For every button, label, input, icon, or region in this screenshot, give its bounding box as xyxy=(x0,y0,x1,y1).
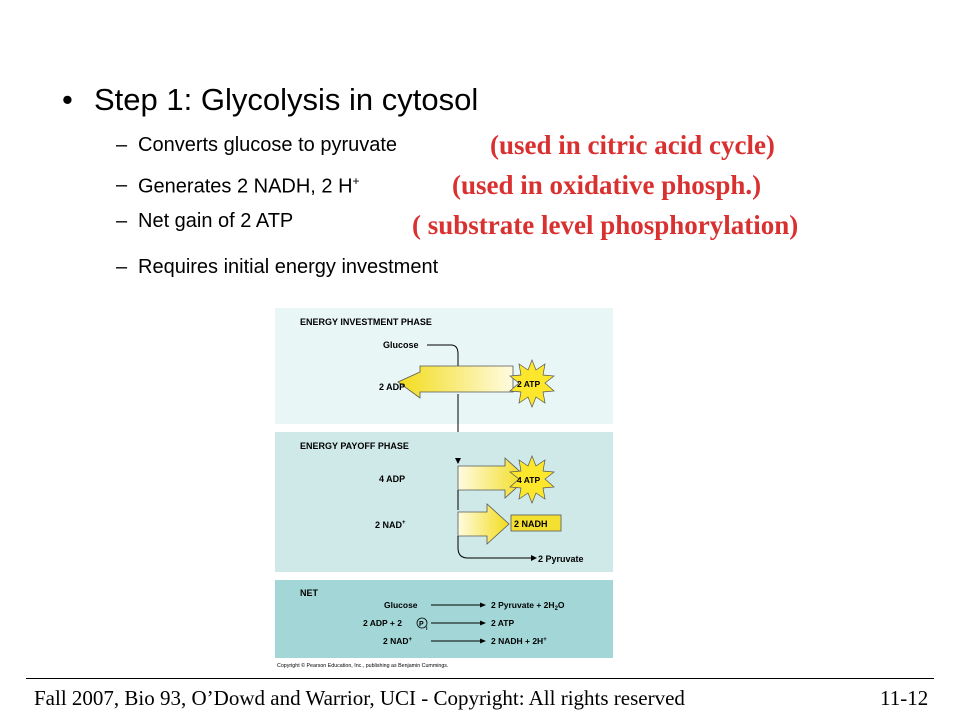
nadh-box xyxy=(510,514,562,532)
atp-investment-label: 2 ATP xyxy=(517,379,540,389)
annotation-citric-acid: (used in citric acid cycle) xyxy=(490,130,775,160)
nad-label: 2 NAD+ xyxy=(375,520,406,530)
investment-title: ENERGY INVESTMENT PHASE xyxy=(300,317,432,327)
payoff-panel xyxy=(275,432,613,572)
figure-copyright: Copyright © Pearson Education, Inc., pub… xyxy=(277,662,448,669)
net-row-3-left: 2 NAD+ xyxy=(383,636,413,646)
dash: – xyxy=(116,210,128,232)
annotation-substrate-level: ( substrate level phosphorylation) xyxy=(412,210,799,240)
burst-icon xyxy=(509,359,555,408)
phosphate-circle-icon xyxy=(416,617,428,629)
nadh-label: 2 NADH xyxy=(514,519,548,529)
dash: – xyxy=(116,174,128,196)
sub-bullet-text: Requires initial energy investment xyxy=(138,256,439,278)
footer-divider xyxy=(26,678,934,679)
glycolysis-figure: ENERGY INVESTMENT PHASE Glucose 2 ADP 2 … xyxy=(275,308,613,669)
burst-icon xyxy=(509,455,555,504)
net-row-2-left: 2 ADP + 2 xyxy=(363,618,402,628)
slide-heading: Step 1: Glycolysis in cytosol xyxy=(94,82,479,117)
bullet-dot: • xyxy=(62,82,73,117)
sub-bullet-text: Generates 2 NADH, 2 H+ xyxy=(138,174,360,198)
annotation-oxidative: (used in oxidative phosph.) xyxy=(452,170,762,200)
net-row-2-right: 2 ATP xyxy=(491,618,514,628)
net-row-3-right: 2 NADH + 2H+ xyxy=(491,636,547,646)
dash: – xyxy=(116,134,128,156)
glucose-label: Glucose xyxy=(383,340,419,350)
sub-bullet-text: Converts glucose to pyruvate xyxy=(138,134,398,156)
payoff-arrow-1 xyxy=(457,457,528,499)
atp-payoff-label: 4 ATP xyxy=(517,475,540,485)
adp-label: 2 ADP xyxy=(379,382,405,392)
sub-bullet-text: Net gain of 2 ATP xyxy=(138,210,294,232)
pyruvate-flow-line xyxy=(457,536,531,559)
pyruvate-label: 2 Pyruvate xyxy=(538,554,584,564)
phosphate-label: P xyxy=(419,621,424,628)
page-number: 11-12 xyxy=(880,686,929,710)
investment-arrow xyxy=(397,365,514,399)
net-panel xyxy=(275,580,613,658)
payoff-title: ENERGY PAYOFF PHASE xyxy=(300,441,409,451)
net-row-1-left: Glucose xyxy=(384,600,418,610)
svg-text:i: i xyxy=(426,626,428,632)
net-title: NET xyxy=(300,588,319,598)
net-row-1-right: 2 Pyruvate + 2H2O xyxy=(491,600,565,612)
payoff-arrow-2 xyxy=(457,503,510,545)
footer-text: Fall 2007, Bio 93, O’Dowd and Warrior, U… xyxy=(34,686,685,710)
adp-payoff-label: 4 ADP xyxy=(379,474,405,484)
dash: – xyxy=(116,256,128,278)
glucose-flow-line xyxy=(427,344,459,378)
